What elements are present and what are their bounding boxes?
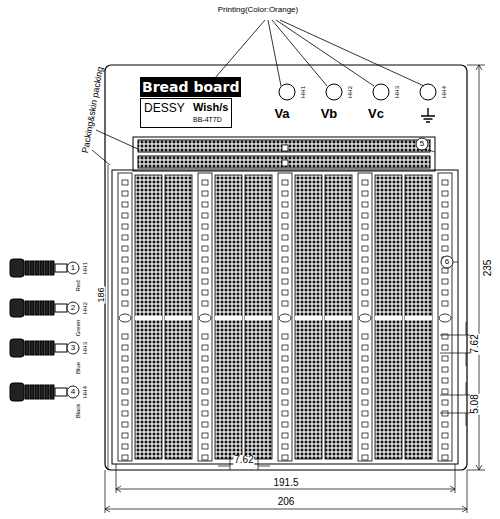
part-label: HH1 [300,86,306,98]
part-label: HH4 [82,386,88,398]
dimension-label: 191.5 [272,478,299,488]
box-text: Wish/s [193,102,228,113]
part-label: HH2 [347,86,353,98]
box-text: BB-4T7D [193,116,222,123]
dimension-label: 206 [277,497,296,507]
dimension-label: 7.62 [233,455,254,465]
logo-box: Bread board [140,77,241,97]
part-label: HH3 [82,342,88,354]
dimension-label: 5.08 [470,393,480,414]
part-label: HH2 [82,302,88,314]
part-label: HH3 [394,86,400,98]
note-text: Packing&skin packing [81,66,105,154]
box-text: Bread board [142,80,239,94]
dimension-label: 186 [97,286,106,303]
callout-number: 6 [445,258,449,266]
dimension-label: 235 [483,259,493,278]
part-label: HH1 [82,262,88,274]
note-text: Printing(Color:Orange) [218,6,298,14]
dimension-label: 7.62 [470,333,480,354]
callout-number: 4 [71,388,75,396]
part-label: Black [75,404,81,419]
label-box: DESSY Wish/sBB-4T7D [140,98,232,128]
part-label: Blue [75,362,81,374]
callout-number: 3 [71,344,75,352]
callout-number: 2 [71,304,75,312]
part-label: Green [75,320,81,337]
callout-number: 1 [71,264,75,272]
terminal-name: Va [274,107,289,120]
part-label: HH4 [441,86,447,98]
part-label: Red [75,280,81,291]
callout-number: 5 [420,140,424,148]
terminal-name: Vc [368,107,384,120]
terminal-name: Vb [321,107,338,120]
box-text: DESSY [144,102,185,114]
